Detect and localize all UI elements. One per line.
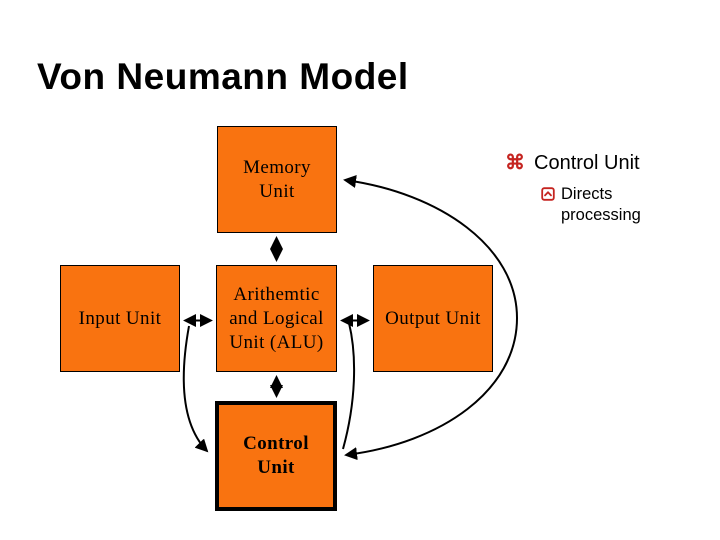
curve-input-control [182, 325, 209, 453]
curve-output-control [342, 322, 356, 450]
alu-box: Arithemtic and Logical Unit (ALU) [216, 265, 337, 372]
output-unit-box: Output Unit [373, 265, 493, 372]
bullet-control-unit-label: Control Unit [534, 152, 640, 174]
bullet-directs-processing-label: Directs processing [561, 185, 641, 224]
command-icon: ⌘ [505, 152, 525, 174]
memory-unit-box: Memory Unit [217, 126, 337, 233]
bullet-control-unit: ⌘ Control Unit [505, 151, 640, 175]
alu-label: Arithemtic and Logical Unit (ALU) [229, 283, 324, 353]
memory-unit-label: Memory Unit [243, 156, 311, 202]
control-unit-label: Control Unit [243, 433, 309, 478]
bullet-directs-processing: Directs processing [541, 184, 647, 226]
arc-memory-control [343, 175, 519, 461]
input-unit-label: Input Unit [78, 307, 162, 329]
box-caret-icon [541, 187, 555, 201]
slide-title: Von Neumann Model [37, 56, 409, 97]
input-unit-box: Input Unit [60, 265, 180, 372]
control-unit-box: Control Unit [215, 401, 337, 511]
output-unit-label: Output Unit [385, 307, 481, 329]
